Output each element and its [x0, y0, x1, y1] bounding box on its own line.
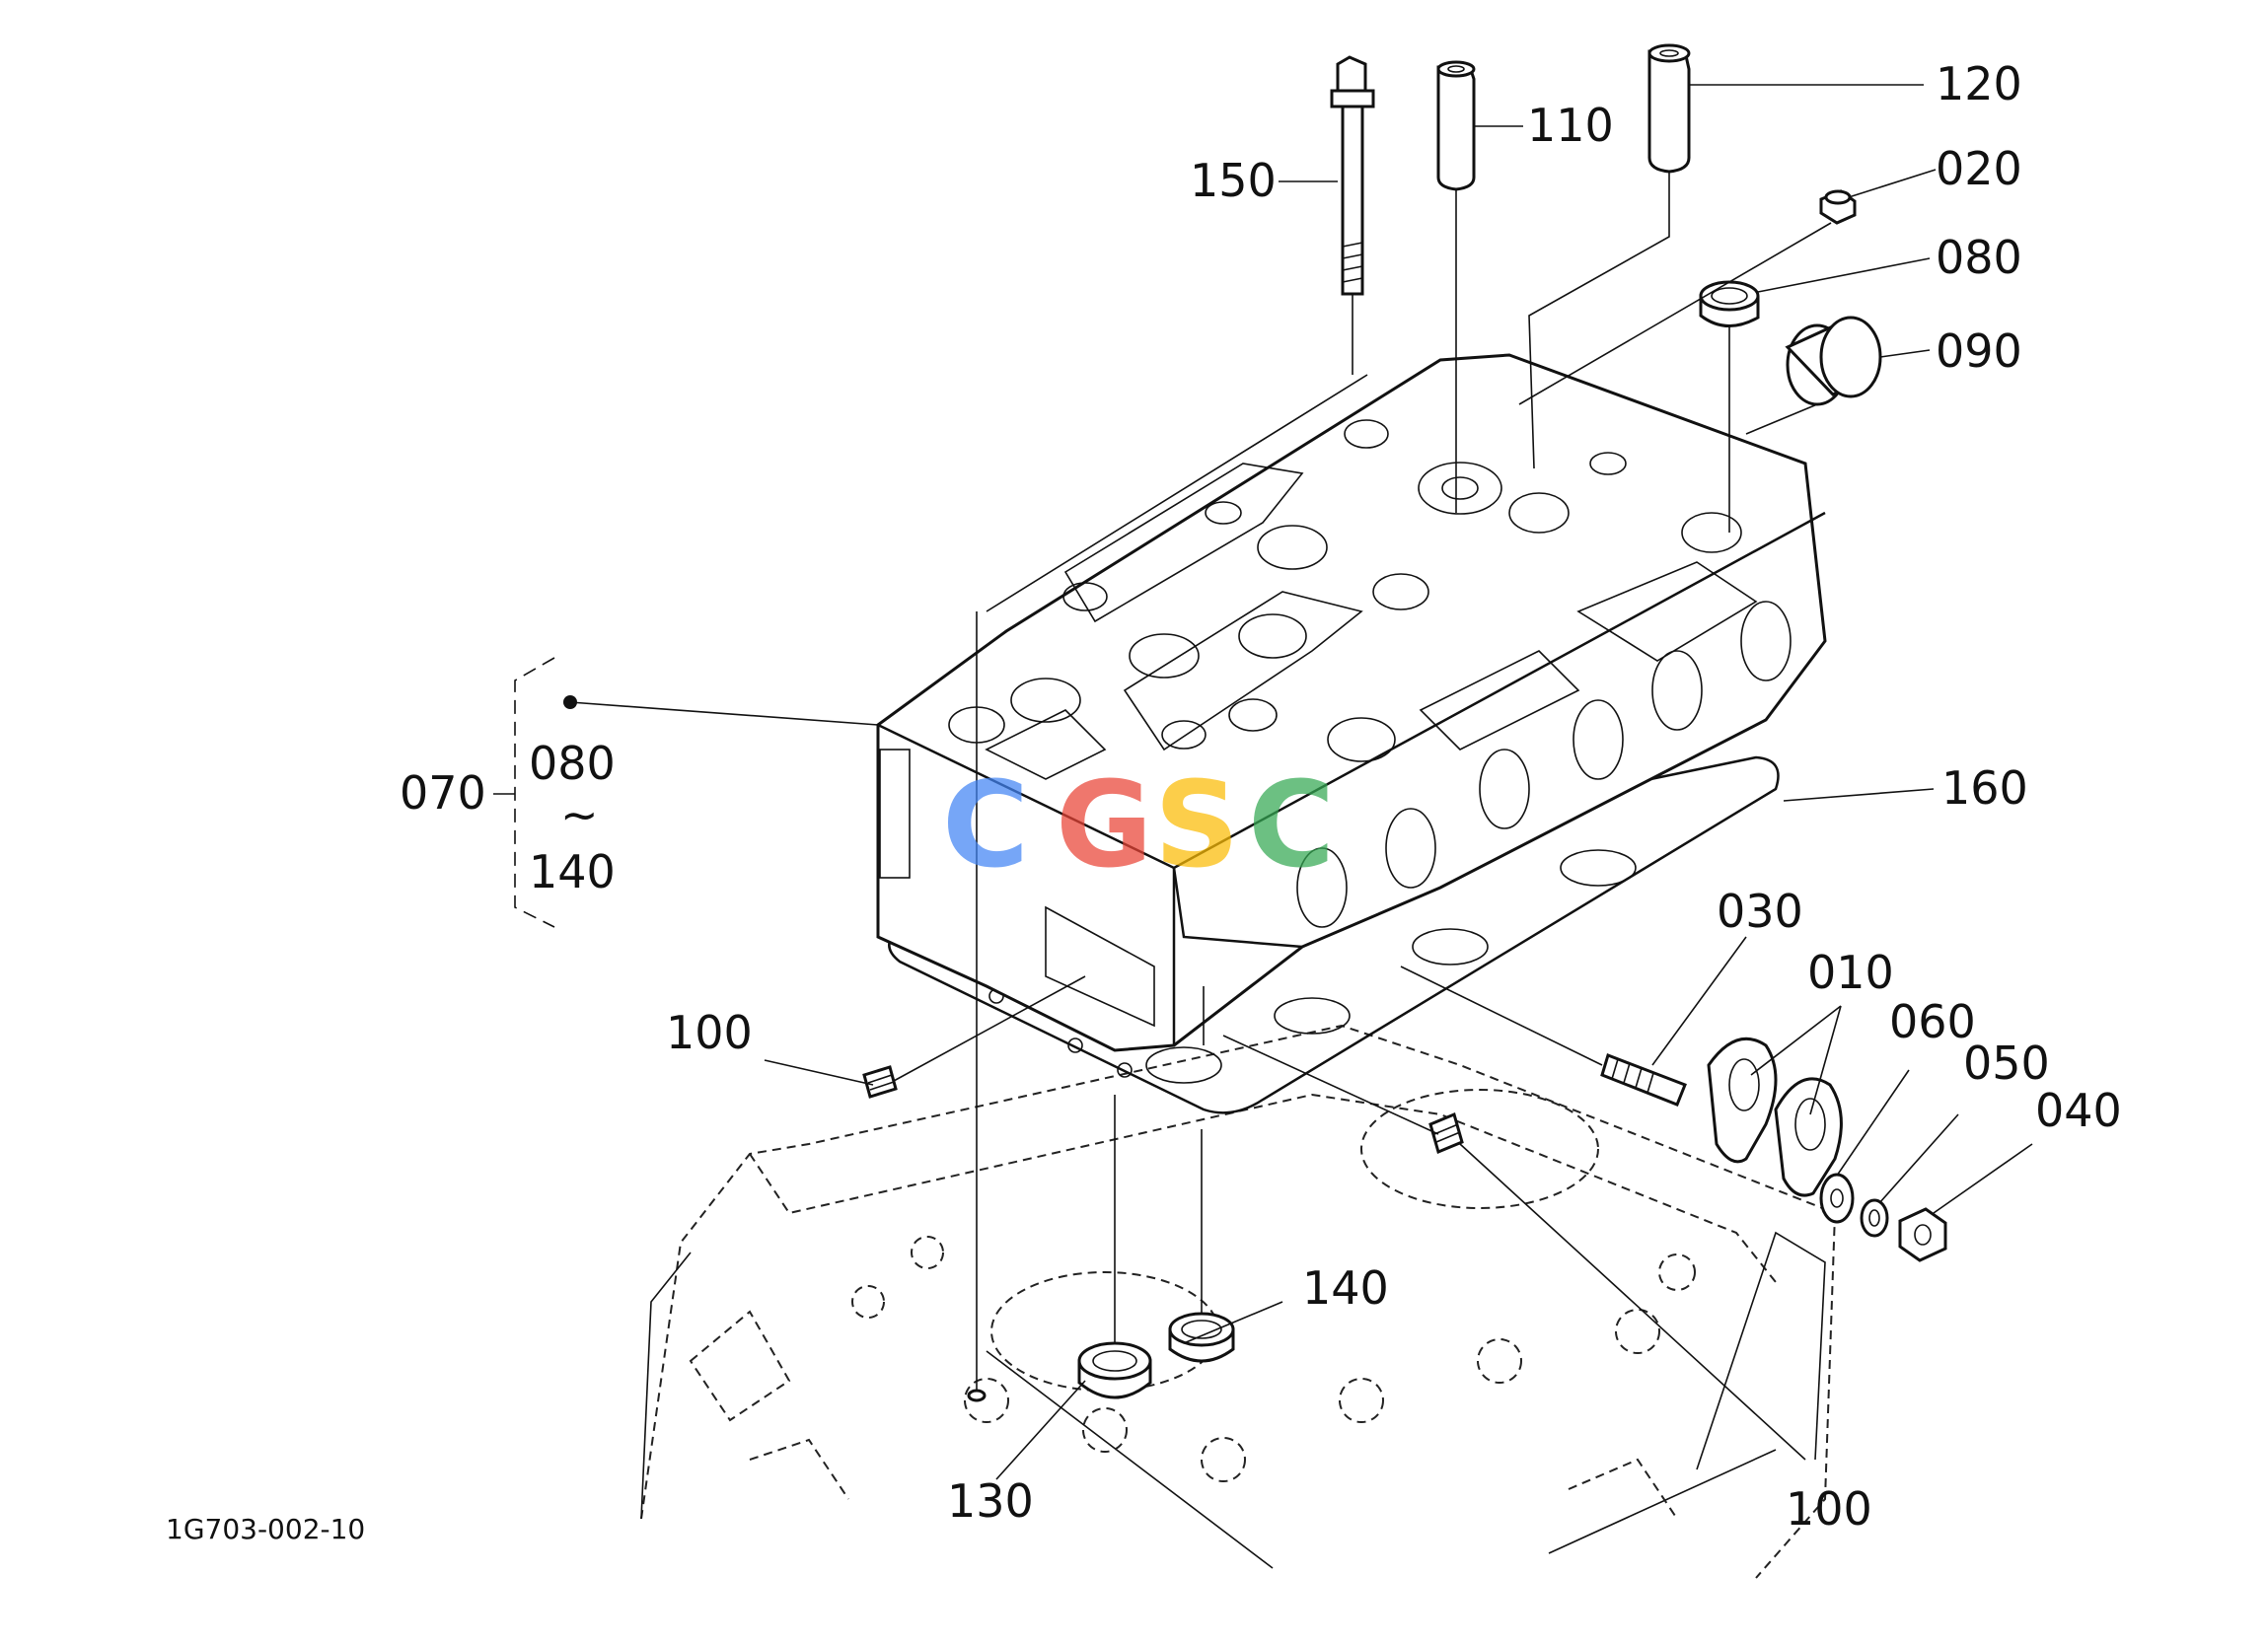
plug-020 — [1819, 189, 1857, 225]
label-020: 020 — [1936, 142, 2022, 195]
label-130: 130 — [947, 1474, 1034, 1528]
watermark-letter-4: C — [1248, 757, 1335, 895]
cylinder-head — [876, 353, 1827, 1052]
stud-100-left — [862, 1065, 898, 1099]
lock-washer-050 — [1860, 1198, 1889, 1238]
label-range-separator: ~ — [560, 788, 599, 841]
label-140: 140 — [1302, 1261, 1389, 1315]
label-090: 090 — [1936, 324, 2022, 378]
dowel-pin — [967, 1389, 987, 1402]
label-010: 010 — [1807, 946, 1894, 999]
valve-guide-110 — [1436, 60, 1476, 191]
nut-040 — [1898, 1207, 1947, 1262]
label-030: 030 — [1717, 885, 1803, 938]
engine-block — [640, 1024, 1837, 1579]
label-060: 060 — [1889, 995, 1976, 1048]
label-150: 150 — [1190, 154, 1277, 207]
label-140-range-end: 140 — [529, 845, 616, 898]
part-labels: 150 110 120 020 080 090 160 070 080 ~ 14… — [166, 57, 2122, 1545]
watermark: C G S C — [942, 757, 1335, 895]
label-100-left: 100 — [666, 1006, 753, 1059]
seal-140 — [1168, 1312, 1235, 1363]
washer-060 — [1819, 1173, 1855, 1224]
head-bolt — [1330, 55, 1375, 296]
label-160: 160 — [1941, 761, 2028, 815]
watermark-letter-2: G — [1056, 757, 1153, 895]
seal-130 — [1077, 1341, 1152, 1399]
leader-lines — [493, 84, 2033, 1480]
assembly-lines — [893, 172, 1832, 1391]
label-120: 120 — [1936, 57, 2022, 110]
label-040: 040 — [2035, 1084, 2122, 1137]
label-070: 070 — [400, 766, 486, 820]
label-050: 050 — [1963, 1037, 2050, 1090]
label-110: 110 — [1527, 99, 1614, 152]
plug-090 — [1785, 316, 1882, 406]
valve-guide-120 — [1647, 43, 1691, 174]
watermark-letter-3: S — [1154, 757, 1239, 895]
label-080-top: 080 — [1936, 231, 2022, 284]
stud-100-bottom — [1428, 1111, 1464, 1155]
cap-080 — [1699, 280, 1760, 327]
stud-030 — [1600, 1053, 1687, 1107]
label-100-bottom: 100 — [1786, 1482, 1872, 1536]
drawing-code: 1G703-002-10 — [166, 1513, 365, 1545]
watermark-letter-1: C — [942, 757, 1029, 895]
label-080-range-start: 080 — [529, 737, 616, 790]
